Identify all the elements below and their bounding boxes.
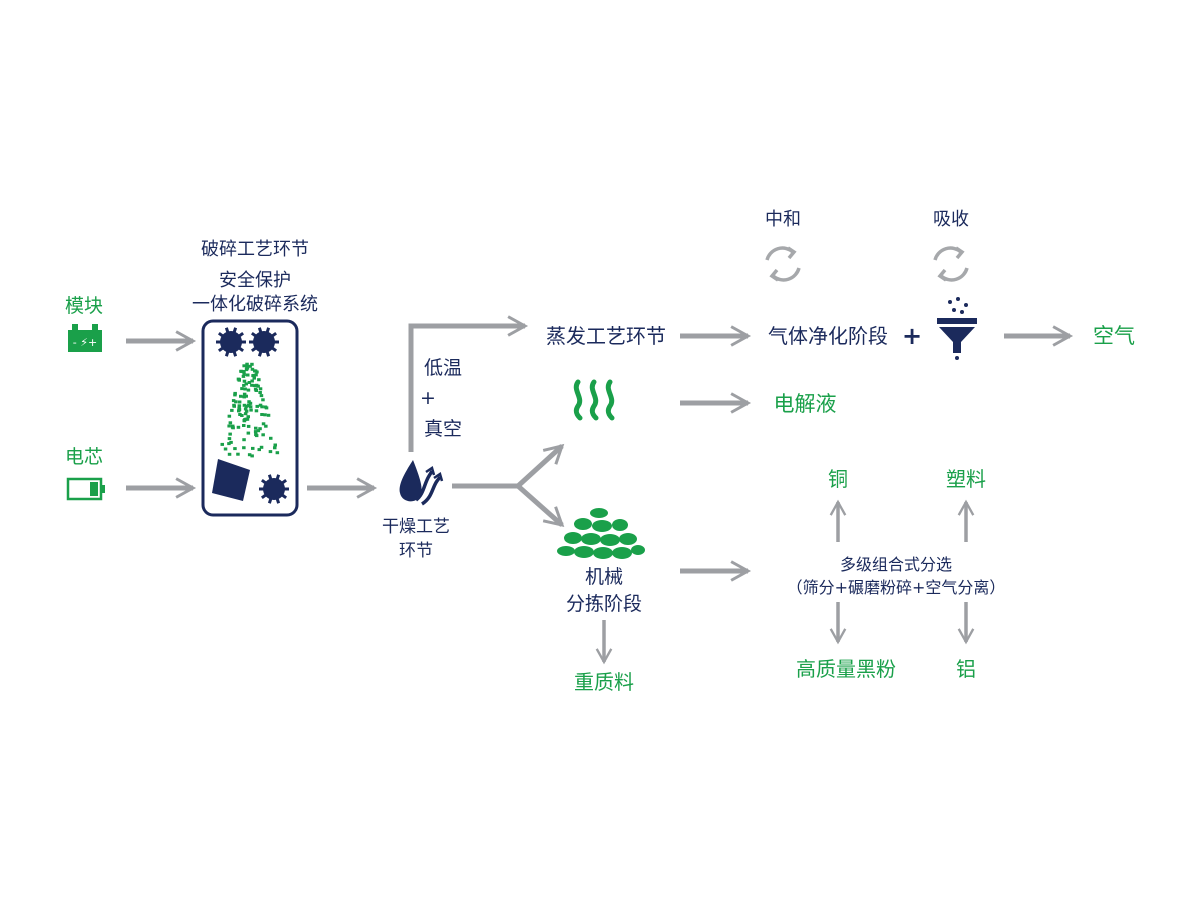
mechanical-label-2: 分拣阶段 xyxy=(566,593,642,615)
air-output: 空气 xyxy=(1093,324,1135,348)
funnel-filter-icon xyxy=(937,297,977,360)
arrow-dryer-to-evaporation xyxy=(408,315,529,452)
battery-chunk-icon xyxy=(212,459,250,501)
water-drop-dry-icon xyxy=(399,460,444,506)
copper-output: 铜 xyxy=(828,467,848,491)
separation-label-2: （筛分+碾磨粉碎+空气分离） xyxy=(787,578,1006,597)
crushing-subtitle-2: 一体化破碎系统 xyxy=(192,294,318,315)
evaporation-label: 蒸发工艺环节 xyxy=(546,324,666,348)
crushing-subtitle-1: 安全保护 xyxy=(219,270,291,291)
neutralize-label: 中和 xyxy=(765,209,801,230)
aluminum-output: 铝 xyxy=(956,657,976,681)
drying-condition-3: 真空 xyxy=(424,418,462,440)
crushing-title: 破碎工艺环节 xyxy=(201,239,309,260)
crusher-roller-icon xyxy=(253,331,275,353)
electrolyte-output: 电解液 xyxy=(774,392,837,416)
module-label: 模块 xyxy=(65,295,103,317)
crusher-roller-icon xyxy=(263,478,285,500)
battery-cell-icon xyxy=(66,477,105,501)
material-pile-icon xyxy=(557,508,645,559)
plastic-output: 塑料 xyxy=(946,467,986,491)
gas-plus-sign: + xyxy=(902,322,922,350)
svg-text:- ⚡+: - ⚡+ xyxy=(73,336,97,349)
gas-purification-label: 气体净化阶段 xyxy=(768,324,888,348)
drying-condition-2: + xyxy=(420,387,436,409)
cycle-arrows-icon xyxy=(765,246,801,282)
cell-label: 电芯 xyxy=(65,446,103,468)
separation-label-1: 多级组合式分选 xyxy=(840,555,952,574)
battery-module-icon: - ⚡+ xyxy=(68,324,102,352)
absorb-label: 吸收 xyxy=(933,209,969,230)
crushed-fragments-icon xyxy=(220,362,280,458)
black-powder-output: 高质量黑粉 xyxy=(796,657,896,681)
heavy-output: 重质料 xyxy=(574,670,634,694)
crusher-roller-icon xyxy=(220,331,242,353)
mechanical-label-1: 机械 xyxy=(585,566,623,588)
arrow-split-to-mechanical xyxy=(516,484,565,528)
steam-icon xyxy=(573,379,615,421)
crusher-icon xyxy=(201,319,299,517)
arrow-split-to-vapor xyxy=(516,443,565,488)
drying-label-2: 环节 xyxy=(399,541,433,561)
cycle-arrows-icon xyxy=(933,246,969,282)
drying-label-1: 干燥工艺 xyxy=(382,517,450,537)
drying-condition-1: 低温 xyxy=(424,357,462,379)
